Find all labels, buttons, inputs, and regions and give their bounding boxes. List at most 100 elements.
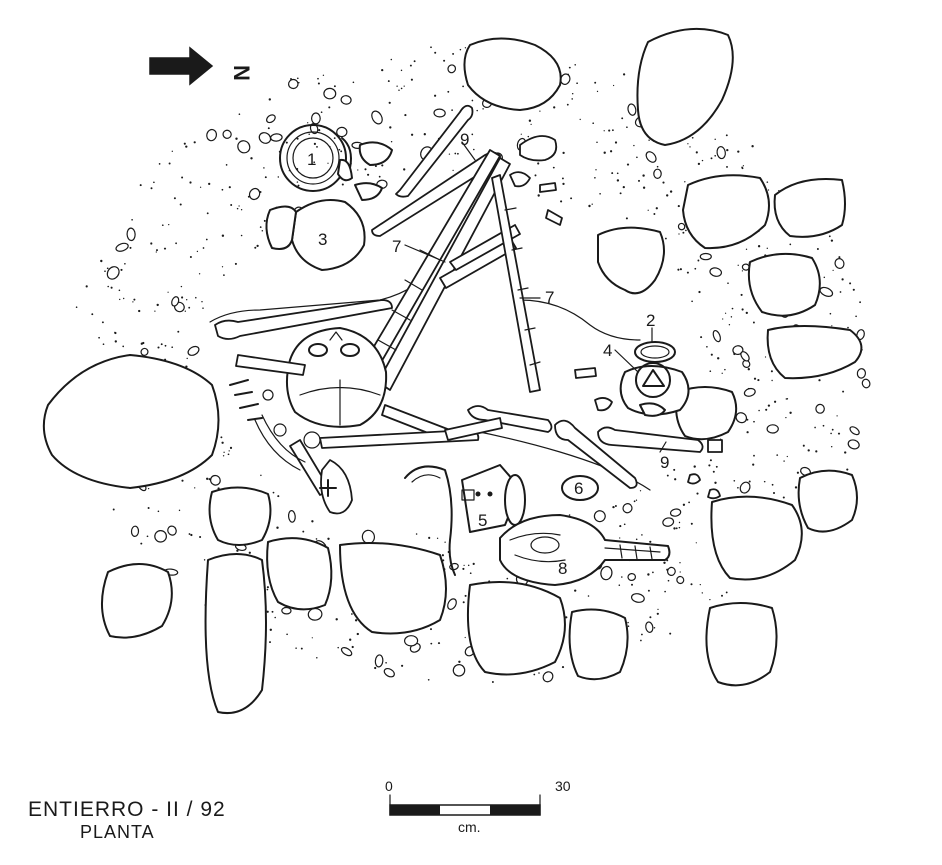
stipple-dot	[684, 181, 686, 183]
pebble	[206, 128, 218, 142]
stipple-dot	[726, 165, 728, 168]
stipple-dot	[223, 274, 225, 276]
scale-end-label: 30	[555, 778, 571, 794]
stipple-dot	[855, 315, 857, 318]
stipple-dot	[378, 175, 381, 178]
stipple-dot	[533, 673, 536, 676]
stipple-dot	[552, 166, 555, 169]
label-feature-5: 5	[478, 511, 487, 530]
pebble	[630, 593, 645, 603]
stipple-dot	[222, 455, 225, 457]
stipple-dot	[852, 288, 855, 291]
long-bones-9-top	[371, 104, 558, 237]
stipple-dot	[669, 632, 672, 635]
stipple-dot	[142, 341, 145, 345]
stipple-dot	[570, 197, 573, 200]
stipple-dot	[396, 85, 398, 87]
stipple-dot	[387, 80, 390, 83]
stipple-dot	[448, 153, 451, 155]
stipple-dot	[669, 190, 673, 193]
pebble	[336, 126, 348, 138]
label-feature-9b: 9	[660, 453, 669, 472]
stipple-dot	[181, 176, 184, 179]
stipple-dot	[351, 645, 354, 649]
stipple-dot	[831, 325, 833, 327]
stipple-dot	[596, 90, 599, 93]
pebble	[154, 529, 167, 543]
stipple-dot	[794, 486, 798, 489]
stipple-dot	[349, 638, 352, 641]
pebble	[266, 114, 276, 124]
pebble	[709, 267, 723, 277]
stipple-dot	[311, 520, 314, 523]
stipple-dot	[746, 431, 749, 434]
stipple-dot	[693, 465, 696, 468]
stipple-dot	[709, 459, 712, 462]
stipple-dot	[100, 259, 103, 263]
stipple-dot	[430, 46, 432, 49]
drawing-subtitle: PLANTA	[80, 822, 155, 842]
stipple-dot	[588, 204, 591, 208]
stipple-dot	[410, 78, 413, 81]
stipple-dot	[181, 296, 184, 299]
stipple-dot	[745, 248, 748, 250]
stipple-dot	[611, 172, 614, 175]
pebble	[209, 474, 221, 486]
stipple-dot	[639, 490, 642, 492]
stipple-dot	[699, 583, 701, 586]
vessel-2-4	[619, 341, 690, 417]
stipple-dot	[476, 109, 478, 112]
stipple-dot	[110, 286, 113, 289]
stipple-dot	[203, 559, 206, 561]
pebble	[676, 575, 685, 585]
leader-lines	[404, 141, 667, 453]
stipple-dot	[340, 150, 343, 153]
stipple-dot	[714, 154, 717, 157]
scale-bar: 0 30 cm.	[385, 778, 571, 835]
stipple-dot	[701, 159, 704, 162]
stipple-dot	[238, 113, 241, 116]
stipple-dot	[592, 122, 595, 125]
stipple-dot	[302, 530, 305, 533]
stipple-dot	[437, 642, 441, 645]
stipple-dot	[266, 586, 269, 589]
stipple-dot	[188, 306, 191, 309]
stipple-dot	[223, 451, 225, 453]
pebble	[310, 112, 321, 125]
stipple-dot	[539, 110, 541, 112]
stipple-dot	[202, 247, 205, 249]
stipple-dot	[447, 90, 450, 93]
stipple-dot	[766, 247, 768, 249]
stipple-dot	[635, 499, 638, 501]
stipple-dot	[664, 590, 666, 593]
pebble	[130, 525, 140, 537]
stipple-dot	[725, 134, 728, 137]
pebble	[171, 296, 180, 307]
stipple-dot	[308, 133, 310, 136]
stipple-dot	[679, 562, 681, 564]
stipple-dot	[633, 500, 636, 503]
stipple-dot	[313, 142, 317, 146]
stipple-dot	[849, 282, 852, 285]
stipple-dot	[208, 182, 211, 186]
stipple-dot	[351, 613, 353, 615]
pebble	[699, 252, 712, 261]
stipple-dot	[637, 179, 641, 182]
stipple-dot	[687, 143, 689, 145]
stipple-dot	[627, 625, 630, 627]
label-feature-9a: 9	[460, 130, 469, 149]
stipple-dot	[690, 522, 693, 525]
feature-8-animal-skull	[499, 514, 671, 586]
stipple-dot	[653, 627, 656, 629]
stipple-dot	[260, 474, 262, 477]
stipple-dot	[647, 573, 650, 576]
stipple-dot	[751, 145, 754, 148]
stipple-dot	[708, 464, 711, 467]
stipple-dot	[234, 262, 237, 265]
stipple-dot	[256, 244, 259, 248]
stipple-dot	[783, 460, 785, 462]
stipple-dot	[686, 271, 689, 274]
stipple-dot	[696, 492, 699, 495]
pebble	[340, 95, 352, 105]
stipple-dot	[101, 321, 104, 324]
